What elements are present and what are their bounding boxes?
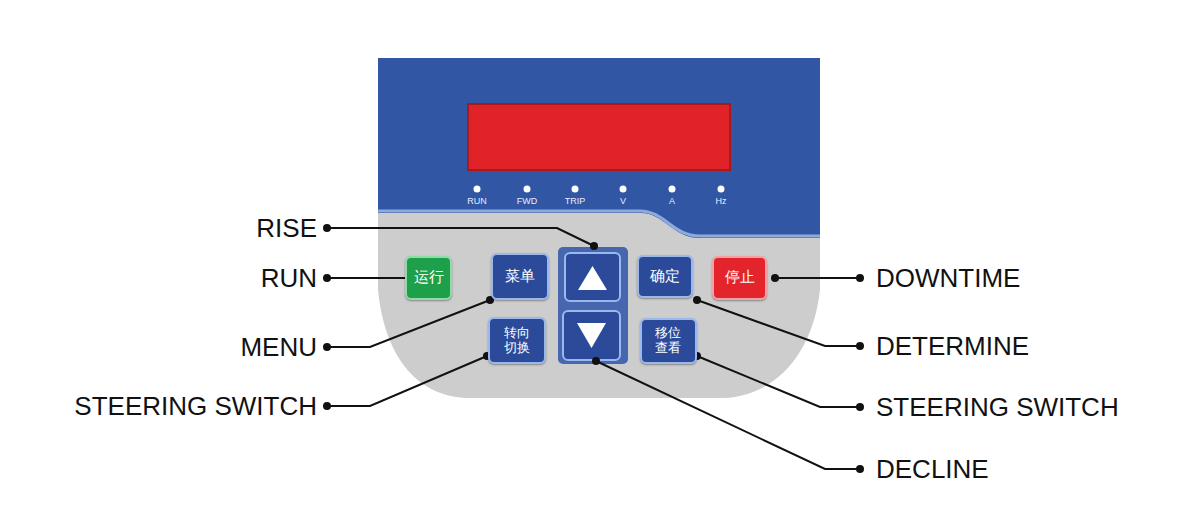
leader-dot	[590, 242, 598, 250]
leader-dot	[323, 224, 331, 232]
indicator-label: TRIP	[565, 197, 586, 207]
button-text: 转向 切换	[502, 326, 532, 356]
leader-dot	[693, 296, 701, 304]
up-button	[565, 253, 620, 301]
callout-label: DECLINE	[876, 455, 989, 484]
direction-button: 转向 切换	[488, 317, 546, 364]
indicator-led	[669, 186, 676, 193]
leader-line	[327, 228, 594, 246]
callout-label: RUN	[261, 264, 317, 293]
leader-dot	[856, 342, 864, 350]
leader-line	[327, 356, 487, 406]
callout-label: DETERMINE	[876, 332, 1029, 361]
callout-label: MENU	[240, 333, 317, 362]
leader-dot	[771, 274, 779, 282]
leader-line	[697, 300, 860, 346]
leader-line	[596, 361, 860, 469]
indicator-led	[474, 186, 481, 193]
enter-button: 确定	[637, 255, 693, 298]
indicator-led	[572, 186, 579, 193]
arrow-pad	[558, 247, 628, 364]
panel-edge-line	[378, 211, 820, 236]
callout-label: RISE	[256, 214, 317, 243]
leader-dot	[323, 274, 331, 282]
leader-dot	[323, 402, 331, 410]
down-arrow-symbol	[577, 323, 606, 348]
button-text: 确定	[650, 268, 680, 285]
led-display	[468, 104, 730, 170]
indicator-label: RUN	[467, 197, 487, 207]
shift-view-button: 移位 查看	[640, 318, 697, 364]
callout-label: DOWNTIME	[876, 264, 1020, 293]
button-text: 运行	[414, 269, 444, 286]
stop-button: 停止	[712, 256, 767, 300]
leader-line	[775, 277, 860, 279]
callout-label: STEERING SWITCH	[74, 392, 317, 421]
indicator-label: V	[620, 197, 626, 207]
indicator-leds	[474, 186, 725, 193]
leader-line	[327, 277, 413, 279]
indicator-label: A	[669, 197, 675, 207]
grey-keypad-area	[378, 213, 820, 398]
menu-button: 菜单	[491, 253, 549, 300]
leader-dot	[856, 403, 864, 411]
button-text: 移位 查看	[654, 326, 684, 356]
leader-dot	[856, 274, 864, 282]
button-text: 菜单	[505, 268, 535, 285]
button-text: 停止	[725, 269, 755, 286]
leader-dots	[323, 224, 864, 473]
indicator-label: Hz	[716, 197, 727, 207]
leader-line	[327, 300, 490, 347]
indicator-led	[524, 186, 531, 193]
callout-label: STEERING SWITCH	[876, 393, 1119, 422]
indicator-label: FWD	[517, 197, 538, 207]
down-button	[563, 311, 620, 360]
indicator-led	[718, 186, 725, 193]
leader-dot	[592, 357, 600, 365]
indicator-led	[620, 186, 627, 193]
run-button: 运行	[405, 256, 452, 300]
leader-line	[697, 356, 860, 407]
up-arrow-symbol	[578, 266, 607, 290]
leader-paths	[327, 228, 860, 469]
leader-dot	[856, 465, 864, 473]
leader-dot	[323, 343, 331, 351]
